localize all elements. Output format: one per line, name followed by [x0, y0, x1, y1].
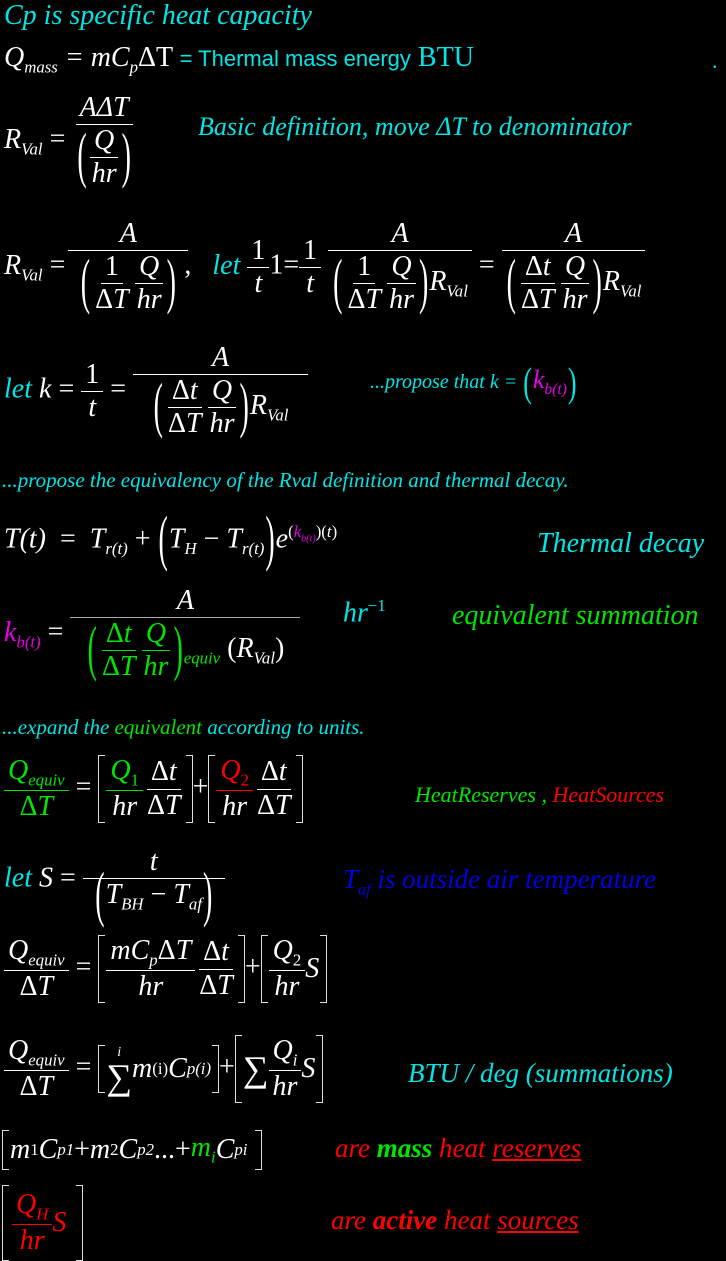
heat-reserves-sources-label: HeatReserves , HeatSources [415, 782, 665, 807]
hr-inverse-unit: hr−1 [343, 596, 386, 629]
equivalency-note: ...propose the equivalency of the Rval d… [2, 468, 569, 492]
expand-equivalent-note: ...expand the equivalent according to un… [2, 715, 365, 739]
active-heat-sources-label: are active heat sources [331, 1205, 579, 1235]
propose-k-note: ...propose that k = (kb(t)) [370, 359, 577, 406]
q-mass-equation: Qmass = mCpΔT = Thermal mass energy BTU [4, 42, 474, 77]
thermal-decay-label: Thermal decay [537, 528, 705, 559]
cp-definition-text: Cp is specific heat capacity [4, 0, 312, 31]
mass-heat-reserves-label: are mass heat reserves [335, 1133, 582, 1163]
thermal-decay-equation: T(t) = Tr(t) + (TH − Tr(t))e(kb(t))(t) [4, 505, 338, 574]
basic-definition-note: Basic definition, move ΔT to denominator [198, 112, 632, 141]
equivalent-summation-label: equivalent summation [452, 600, 699, 631]
outside-air-temp-note: Taf is outside air temperature [343, 864, 657, 899]
s-definition-equation: let S = t (TBH − Taf) [4, 846, 225, 930]
stray-dot: . [712, 48, 718, 73]
btu-per-deg-label: BTU / deg (summations) [408, 1058, 673, 1088]
